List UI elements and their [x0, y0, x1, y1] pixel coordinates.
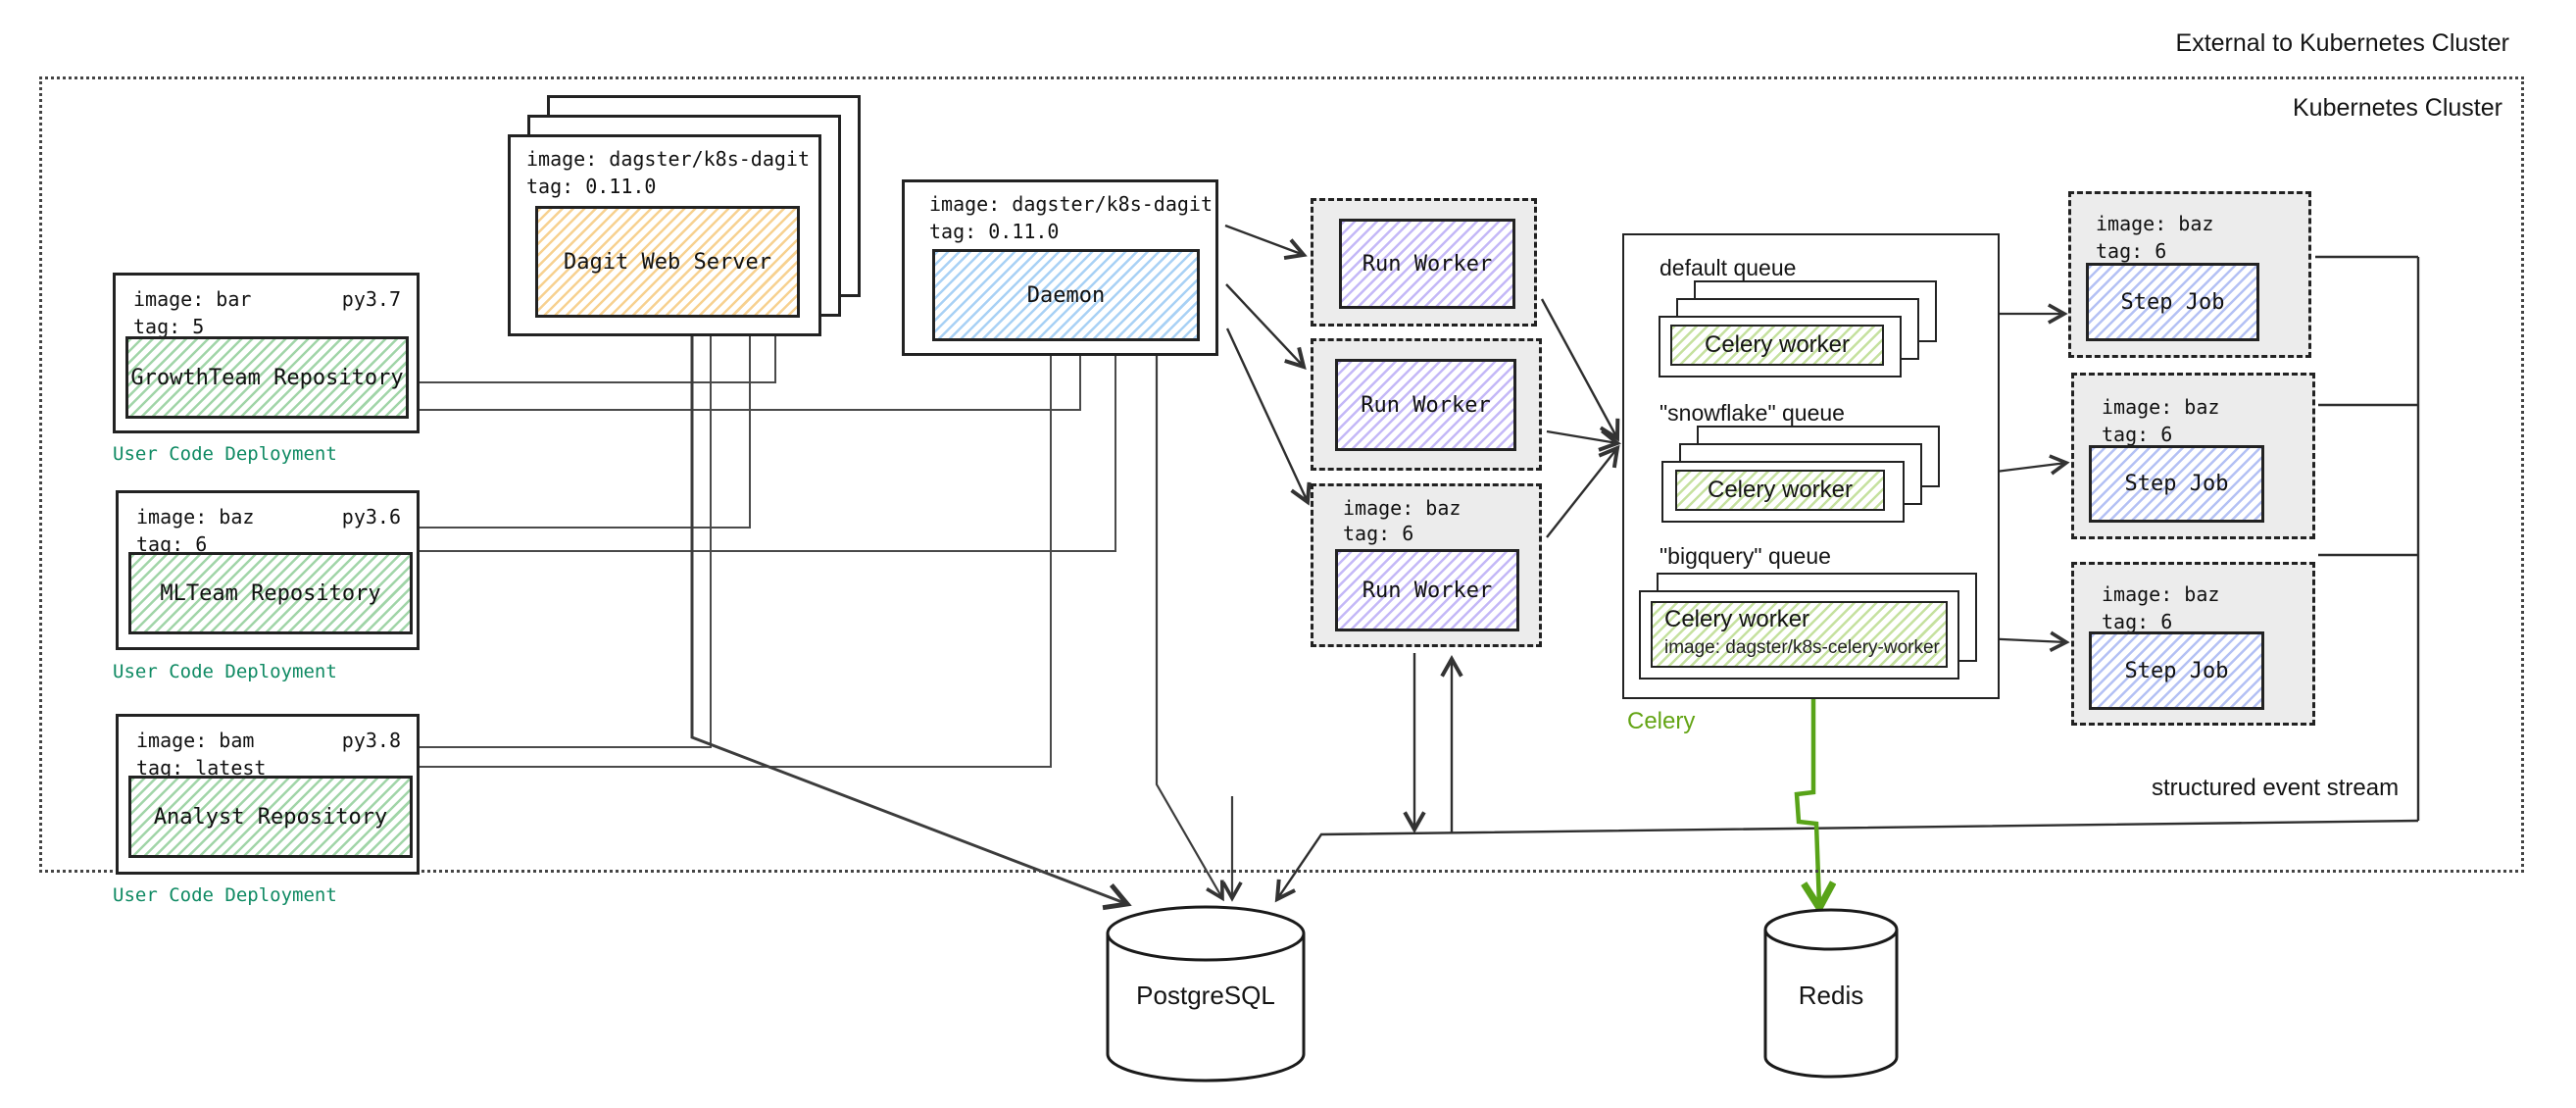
celery-worker-snowflake: Celery worker	[1661, 461, 1905, 523]
celery-worker-label: Celery worker	[1704, 331, 1851, 358]
step-job-image: image: baz	[2102, 395, 2220, 419]
celery-container: default queue Celery worker "snowflake" …	[1622, 233, 2000, 699]
step-job-image: image: baz	[2102, 582, 2220, 606]
dagit-image: image: dagster/k8s-dagit	[526, 147, 810, 171]
step-job-tag: tag: 6	[2102, 610, 2173, 633]
celery-worker-node: Celery worker	[1675, 470, 1885, 511]
step-job-1: image: baz tag: 6 Step Job	[2068, 191, 2311, 358]
run-worker-2: Run Worker	[1311, 338, 1542, 471]
deployment-caption: User Code Deployment	[113, 661, 337, 682]
daemon-box: image: dagster/k8s-dagit tag: 0.11.0 Dae…	[902, 179, 1218, 356]
postgres-label: PostgreSQL	[1136, 981, 1275, 1010]
queue-name-bigquery: "bigquery" queue	[1660, 543, 1831, 569]
dagit-node: Dagit Web Server	[535, 206, 800, 318]
mlteam-repository-node: MLTeam Repository	[128, 552, 413, 634]
run-worker-1: Run Worker	[1311, 198, 1537, 327]
celery-worker-bigquery: Celery worker image: dagster/k8s-celery-…	[1639, 590, 1959, 680]
deployment-caption: User Code Deployment	[113, 443, 337, 465]
dagit-tag: tag: 0.11.0	[526, 175, 657, 198]
run-worker-node: Run Worker	[1335, 549, 1519, 631]
run-worker-label: Run Worker	[1362, 251, 1493, 277]
external-cluster-label: External to Kubernetes Cluster	[2175, 29, 2509, 57]
repository-label: MLTeam Repository	[160, 580, 381, 606]
deployment-image-tag: image: baz	[136, 505, 255, 529]
run-worker-node: Run Worker	[1335, 359, 1516, 451]
daemon-image: image: dagster/k8s-dagit	[929, 192, 1213, 216]
queue-name-snowflake: "snowflake" queue	[1660, 400, 1845, 426]
deployment-analyst: image: bam py3.8 tag: latest Analyst Rep…	[116, 714, 420, 875]
dagit-web-server: image: dagster/k8s-dagit tag: 0.11.0 Dag…	[508, 134, 821, 336]
deployment-image-tag: image: bar	[133, 287, 252, 311]
growthteam-repository-node: GrowthTeam Repository	[125, 336, 409, 419]
step-job-node: Step Job	[2086, 263, 2259, 341]
deployment-mlteam: image: baz py3.6 tag: 6 MLTeam Repositor…	[116, 490, 420, 650]
celery-worker-image: image: dagster/k8s-celery-worker	[1664, 637, 1940, 658]
deployment-caption: User Code Deployment	[113, 884, 337, 906]
celery-worker-label: Celery worker	[1707, 477, 1854, 503]
redis-label: Redis	[1798, 981, 1864, 1010]
celery-worker-node: Celery worker	[1670, 325, 1884, 366]
step-job-tag: tag: 6	[2096, 239, 2167, 263]
run-worker-node: Run Worker	[1339, 219, 1515, 309]
celery-worker-default: Celery worker	[1659, 316, 1902, 378]
run-worker-label: Run Worker	[1361, 392, 1491, 418]
celery-label: Celery	[1627, 708, 1696, 734]
analyst-repository-node: Analyst Repository	[128, 776, 413, 858]
daemon-tag: tag: 0.11.0	[929, 220, 1060, 243]
repository-label: GrowthTeam Repository	[130, 365, 404, 390]
deployment-python-version: py3.8	[341, 729, 401, 752]
celery-worker-label: Celery worker	[1664, 606, 1810, 632]
daemon-node: Daemon	[932, 249, 1200, 341]
daemon-label: Daemon	[1026, 282, 1106, 308]
deployment-tag: tag: 5	[133, 315, 205, 338]
celery-worker-node: Celery worker image: dagster/k8s-celery-…	[1651, 601, 1948, 668]
run-worker-3: image: baz tag: 6 Run Worker	[1311, 483, 1542, 647]
step-job-image: image: baz	[2096, 212, 2214, 235]
run-worker-label: Run Worker	[1362, 578, 1493, 603]
step-job-node: Step Job	[2089, 631, 2264, 710]
step-job-label: Step Job	[2120, 289, 2225, 315]
run-worker-image: image: baz	[1343, 496, 1461, 520]
run-worker-tag: tag: 6	[1343, 522, 1414, 545]
step-job-tag: tag: 6	[2102, 423, 2173, 446]
repository-label: Analyst Repository	[153, 804, 388, 830]
step-job-label: Step Job	[2124, 472, 2229, 496]
step-job-2: image: baz tag: 6 Step Job	[2071, 373, 2315, 539]
kubernetes-cluster-label: Kubernetes Cluster	[2292, 94, 2502, 122]
queue-name-default: default queue	[1660, 255, 1797, 280]
deployment-python-version: py3.6	[341, 505, 401, 529]
deployment-image-tag: image: bam	[136, 729, 255, 752]
step-job-node: Step Job	[2089, 445, 2264, 523]
deployment-growthteam: image: bar py3.7 tag: 5 GrowthTeam Repos…	[113, 273, 420, 433]
step-job-label: Step Job	[2124, 658, 2229, 683]
deployment-python-version: py3.7	[341, 287, 401, 311]
event-stream-label: structured event stream	[2152, 775, 2400, 801]
dagit-label: Dagit Web Server	[564, 249, 771, 275]
step-job-3: image: baz tag: 6 Step Job	[2071, 562, 2315, 726]
